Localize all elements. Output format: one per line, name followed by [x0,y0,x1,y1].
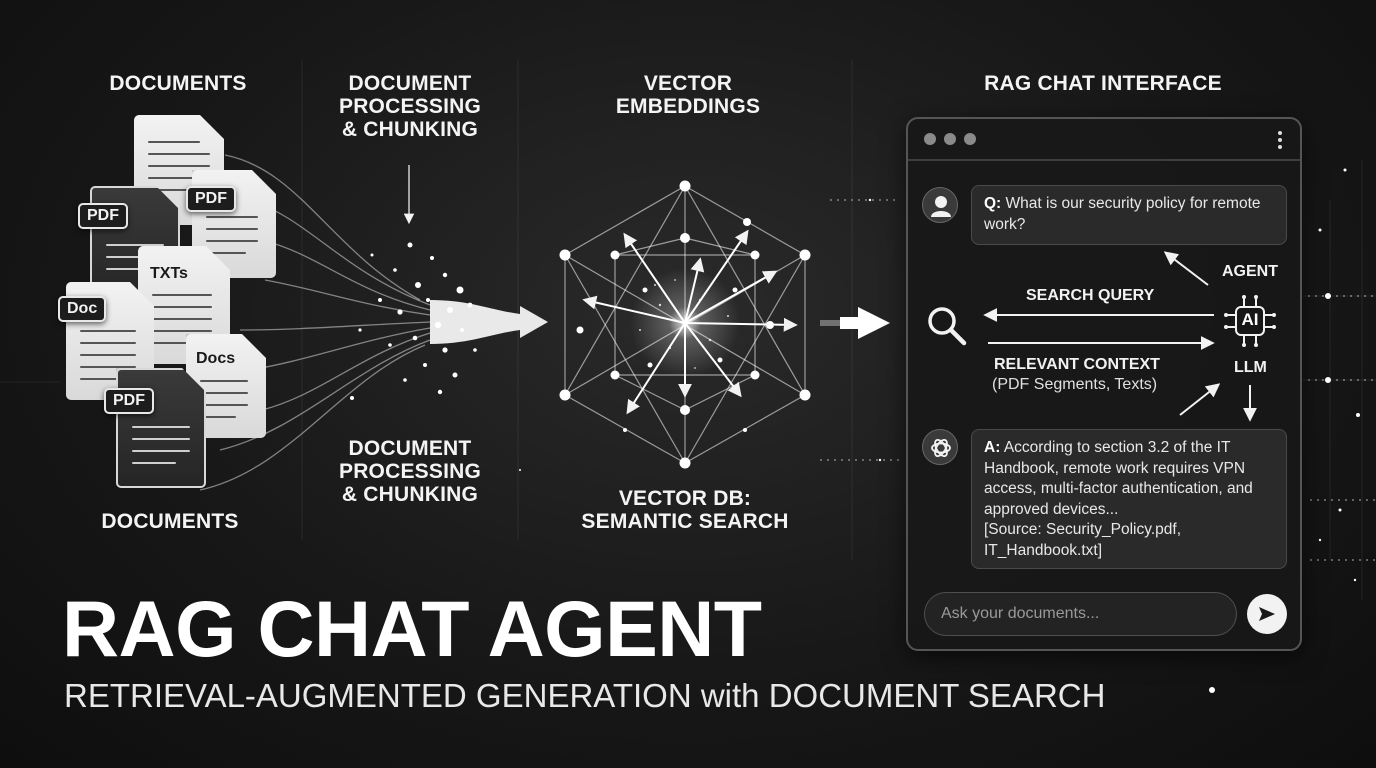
pdf-tag: PDF [186,186,236,212]
send-button[interactable] [1247,594,1287,634]
core-sparkle [669,307,701,339]
chat-interface-heading: RAG CHAT INTERFACE [984,72,1222,95]
flow-lines [199,154,431,491]
embeddings-heading: VECTOR EMBEDDINGS [615,72,761,118]
magnifier-icon [924,303,970,349]
embeddings-to-chat-arrow [820,307,890,339]
answer-prefix: A: [984,439,1001,456]
grid-lines [0,60,1376,600]
subtitle: RETRIEVAL-AUGMENTED GENERATION with DOCU… [64,677,1106,714]
chat-window: Q: What is our security policy for remot… [906,117,1302,651]
ai-chip-label: AI [1241,310,1259,329]
doc-tag: Doc [58,296,107,322]
pdf-tag: PDF [104,388,154,414]
answer-text: According to section 3.2 of the IT Handb… [984,439,1253,518]
chat-titlebar [908,119,1300,161]
search-query-label: SEARCH QUERY [1026,287,1155,304]
main-title: RAG CHAT AGENT [62,584,762,673]
window-dot [964,133,976,145]
window-dot [924,133,936,145]
pdf-tag: PDF [78,203,128,229]
agent-label: AGENT [1222,263,1278,280]
sparkles [519,168,1360,693]
documents-heading-top: DOCUMENTS [109,72,247,95]
processing-heading-bottom: DOCUMENT PROCESSING & CHUNKING [338,437,482,506]
docs-tag: Docs [196,350,236,367]
more-options-icon[interactable] [1278,131,1282,152]
relevant-context-sub: (PDF Segments, Texts) [992,376,1158,393]
chat-input[interactable] [924,592,1237,636]
txts-tag: TXTs [150,265,188,282]
openai-logo-icon [922,429,958,465]
ai-chip-icon: AI [1222,293,1278,349]
documents-heading-bottom: DOCUMENTS [101,510,239,533]
document-icon [116,368,206,488]
vector-db-heading: VECTOR DB: SEMANTIC SEARCH [581,487,789,533]
question-text: What is our security policy for remote w… [984,195,1261,233]
relevant-context-label: RELEVANT CONTEXT [994,356,1160,373]
processing-heading-top: DOCUMENT PROCESSING & CHUNKING [338,72,482,141]
embedding-graph [564,185,806,464]
user-avatar-icon [922,187,958,223]
dotted-lines [820,199,1376,561]
window-dot [944,133,956,145]
question-bubble: Q: What is our security policy for remot… [971,185,1287,245]
llm-label: LLM [1234,359,1267,376]
funnel-arrow [430,300,548,344]
core-dust [639,279,729,369]
question-prefix: Q: [984,195,1002,212]
answer-bubble: A: According to section 3.2 of the IT Ha… [971,429,1287,569]
answer-source: [Source: Security_Policy.pdf, IT_Handboo… [984,521,1181,559]
send-icon [1259,607,1275,621]
